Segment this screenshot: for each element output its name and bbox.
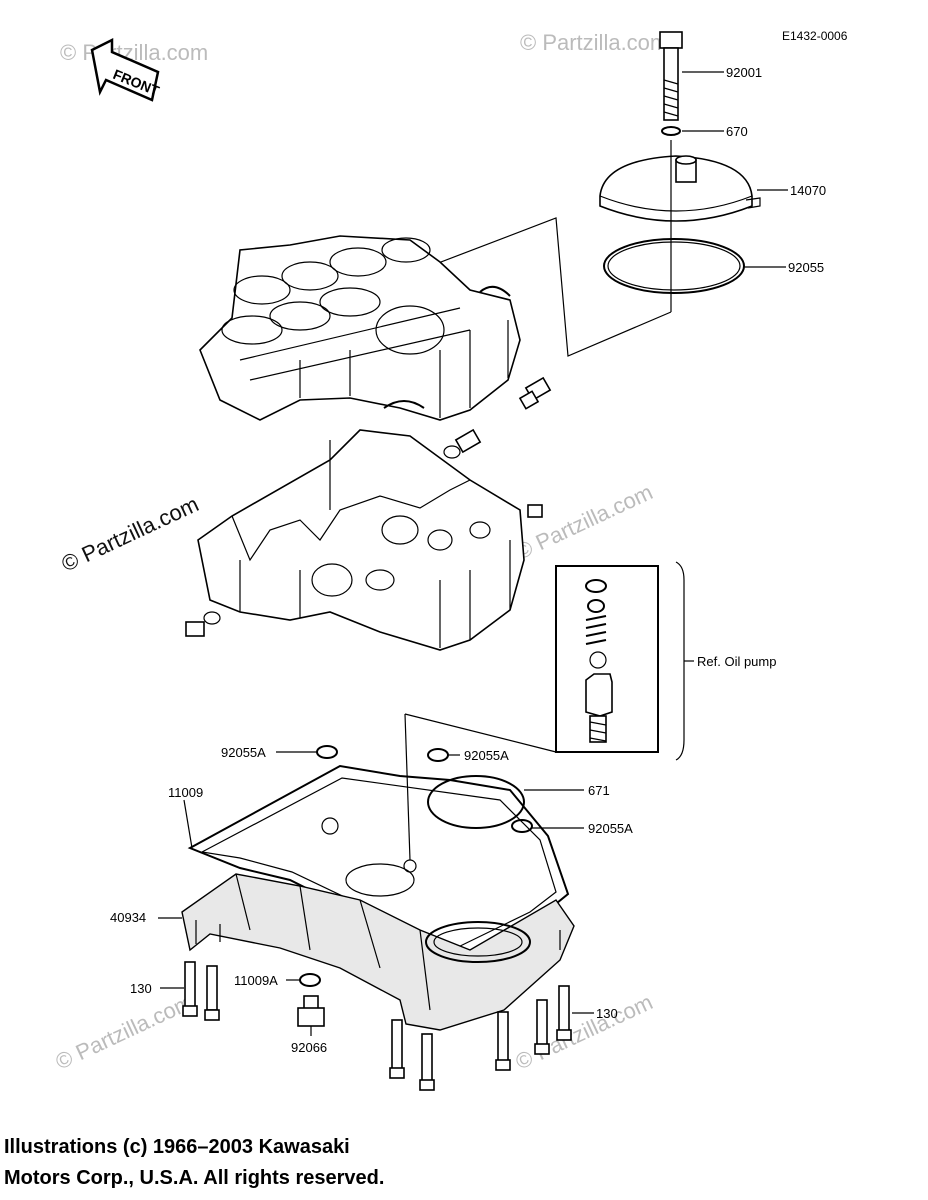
label-92001: 92001 <box>726 65 762 80</box>
drain-plug-92066 <box>297 995 325 1027</box>
seal-92055A-left <box>316 745 338 759</box>
diagram-code: E1432-0006 <box>782 29 848 43</box>
seal-92055A-right <box>511 819 533 833</box>
label-14070: 14070 <box>790 183 826 198</box>
front-arrow-icon: FRONT <box>90 37 162 102</box>
seal-92055A-mid <box>427 748 449 762</box>
plug-small <box>527 504 543 518</box>
copyright-notice: Illustrations (c) 1966–2003 Kawasaki Mot… <box>4 1132 384 1194</box>
watermark-middle: © Partzilla.com <box>512 479 657 564</box>
oil-pan-40934 <box>181 817 575 1031</box>
upper-crankcase <box>199 235 521 421</box>
washer-11009A <box>299 973 321 987</box>
watermark-top-center: © Partzilla.com <box>520 30 668 55</box>
label-130-left: 130 <box>130 981 152 996</box>
watermark-main: © Partzilla.com <box>58 491 203 576</box>
relief-valve-parts <box>585 579 613 743</box>
washer-670 <box>661 126 681 136</box>
label-11009: 11009 <box>168 785 203 800</box>
label-670: 670 <box>726 124 748 139</box>
label-130-right: 130 <box>596 1006 618 1021</box>
label-671: 671 <box>588 783 610 798</box>
watermark-bottom-right: © Partzilla.com <box>512 989 657 1074</box>
label-92055A-mid: 92055A <box>464 748 509 763</box>
bolts-130-left <box>182 961 220 1021</box>
oil-fitting <box>443 428 482 459</box>
bolts-130-bottom <box>389 985 572 1091</box>
oring-92055 <box>603 238 745 294</box>
label-ref-oil-pump: Ref. Oil pump <box>697 654 776 669</box>
drain-bolt-left <box>185 611 221 637</box>
copyright-line-2: Motors Corp., U.S.A. All rights reserved… <box>4 1167 385 1189</box>
label-92055: 92055 <box>788 260 824 275</box>
oring-671 <box>427 775 525 829</box>
copyright-line-1: Illustrations (c) 1966–2003 Kawasaki <box>4 1136 350 1158</box>
filter-cap-14070 <box>599 155 761 222</box>
label-40934: 40934 <box>110 910 146 925</box>
label-11009A: 11009A <box>234 973 278 988</box>
label-92066: 92066 <box>291 1040 327 1055</box>
oil-pan-gasket-11009 <box>187 764 570 964</box>
relief-valve-box <box>555 565 659 753</box>
bolt-92001 <box>659 31 683 121</box>
pressure-switch <box>518 376 552 410</box>
lower-crankcase <box>197 429 525 651</box>
label-92055A-left: 92055A <box>221 745 266 760</box>
label-92055A-right: 92055A <box>588 821 633 836</box>
watermark-bottom-left: © Partzilla.com <box>52 989 197 1074</box>
